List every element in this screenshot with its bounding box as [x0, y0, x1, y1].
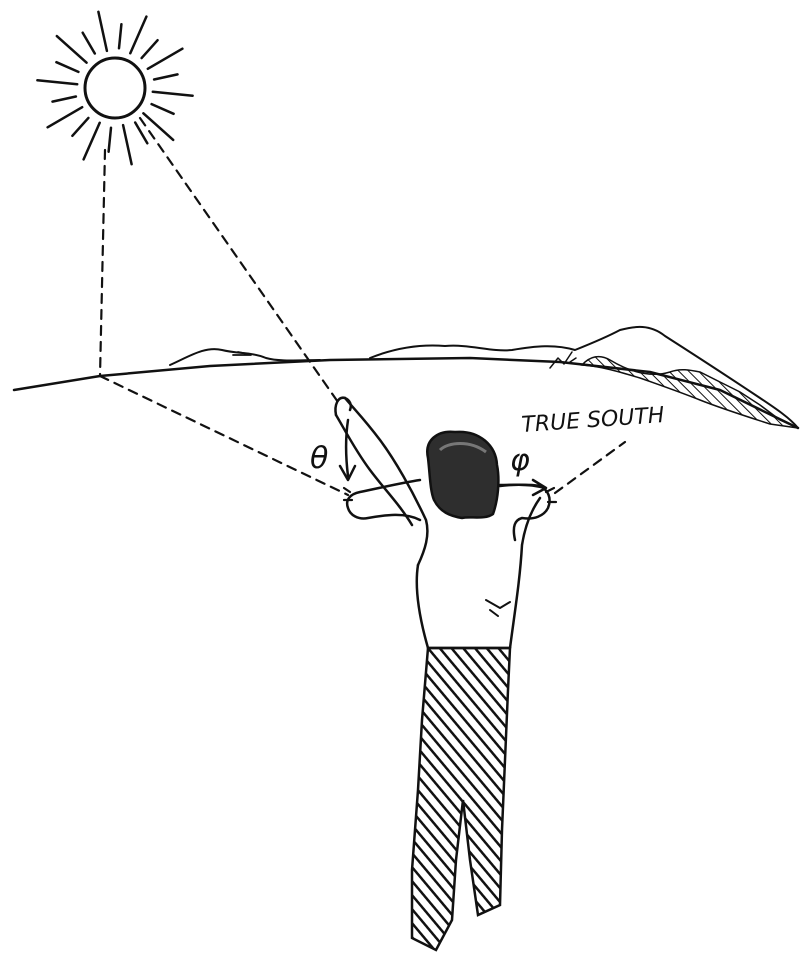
mountain-range — [170, 327, 798, 428]
sun-ray — [109, 128, 111, 152]
sun-ray — [48, 107, 83, 127]
true-south-ground-line — [555, 442, 625, 493]
sun-vertical-projection — [100, 150, 105, 376]
true-south-label: TRUE SOUTH — [521, 403, 665, 438]
sun-ray — [142, 40, 158, 58]
sun-ray — [119, 24, 121, 48]
sun-ray — [130, 17, 146, 54]
construction-lines — [100, 118, 625, 495]
sun-ray — [98, 12, 107, 51]
sun-icon — [37, 12, 192, 164]
sun-ray — [154, 74, 177, 79]
sun-azimuth-ground-line — [100, 376, 348, 495]
sun-ray — [143, 113, 173, 140]
sun-ray-line — [140, 118, 340, 405]
sun-ray — [152, 104, 174, 114]
sun-ray — [56, 62, 78, 72]
theta-label: θ — [310, 441, 328, 476]
sun-ray — [72, 118, 88, 136]
person-figure — [335, 398, 556, 950]
phi-label: φ — [510, 443, 530, 478]
sun-ray — [37, 80, 77, 84]
sun-ray — [53, 97, 76, 102]
sun-ray — [123, 125, 132, 164]
phi-arrow — [500, 480, 546, 495]
sun-ray — [57, 36, 87, 63]
theta-arrow — [340, 420, 355, 480]
sun-ray — [83, 33, 95, 54]
sun-ray — [84, 123, 100, 160]
trousers — [412, 648, 510, 950]
sun-ray — [153, 92, 193, 96]
sun-ray — [148, 49, 183, 69]
